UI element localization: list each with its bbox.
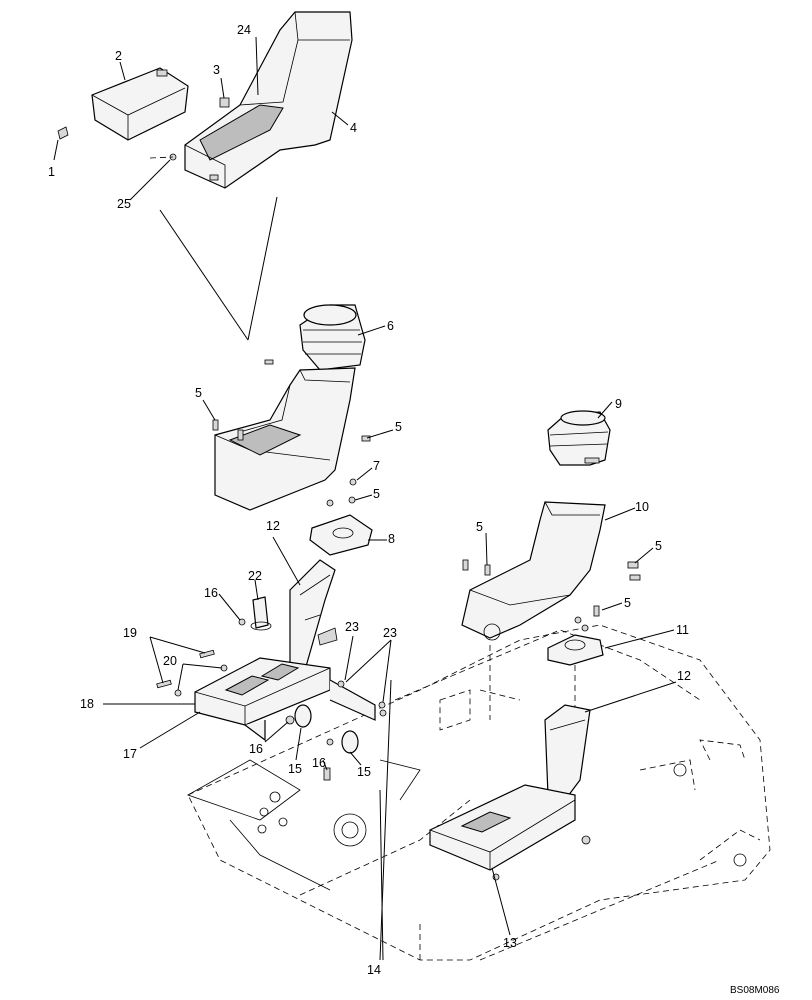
- callout-13: 13: [503, 936, 517, 950]
- callout-15b: 15: [357, 765, 371, 779]
- console-left-part: [212, 359, 371, 511]
- gate-plate-part-11: [489, 616, 604, 720]
- callout-15a: 15: [288, 762, 302, 776]
- joystick-boot-part-9: [547, 410, 611, 466]
- frame-holes: [257, 763, 747, 867]
- leader-lines: [159, 196, 392, 961]
- callout-8: 8: [388, 532, 395, 546]
- callout-23a: 23: [345, 620, 359, 634]
- screw-part-1: [53, 126, 69, 161]
- callout-6: 6: [387, 319, 394, 333]
- callout-5a: 5: [195, 386, 202, 400]
- callout-9: 9: [615, 397, 622, 411]
- callout-22: 22: [248, 569, 262, 583]
- armrest-cover-part-2: [91, 67, 189, 141]
- callout-5d: 5: [476, 520, 483, 534]
- screw-part-25: [149, 153, 177, 161]
- callout-5f: 5: [624, 596, 631, 610]
- control-stand-right-part-12: [544, 704, 591, 801]
- control-stand-left-part-12: [289, 559, 338, 671]
- callout-14: 14: [367, 963, 381, 977]
- mounting-base-part-13: [429, 784, 591, 881]
- callout-5e: 5: [655, 539, 662, 553]
- callout-18: 18: [80, 697, 94, 711]
- callout-5b: 5: [395, 420, 402, 434]
- callout-labels: 2 1 3 24 4 25 6 5 5 9 7 5 10 8 12 5 5 22…: [48, 23, 780, 996]
- callout-12b: 12: [677, 669, 691, 683]
- callout-16a: 16: [204, 586, 218, 600]
- callout-7: 7: [373, 459, 380, 473]
- callout-25: 25: [117, 197, 131, 211]
- drawing-code: BS08M086: [730, 985, 780, 996]
- gate-plate-part-8: [309, 478, 373, 556]
- callout-17: 17: [123, 747, 137, 761]
- nut-part-3: [219, 97, 230, 108]
- callout-23b: 23: [383, 626, 397, 640]
- hardware-left-cluster: [156, 618, 387, 781]
- clamp-part-22: [250, 596, 272, 631]
- mounting-base-part-17: [194, 657, 376, 742]
- console-right-part-10: [461, 501, 641, 641]
- callout-5c: 5: [373, 487, 380, 501]
- callout-4: 4: [350, 121, 357, 135]
- callout-16c: 16: [312, 756, 326, 770]
- callout-leaders: [103, 36, 677, 936]
- callout-2: 2: [115, 49, 122, 63]
- callout-12a: 12: [266, 519, 280, 533]
- callout-1: 1: [48, 165, 55, 179]
- callout-19: 19: [123, 626, 137, 640]
- console-upper-part-4: [184, 11, 353, 189]
- callout-11: 11: [676, 623, 689, 637]
- callout-20: 20: [163, 654, 177, 668]
- callout-16b: 16: [249, 742, 263, 756]
- callout-10: 10: [635, 500, 649, 514]
- callout-24: 24: [237, 23, 251, 37]
- callout-3: 3: [213, 63, 220, 77]
- joystick-boot-part-6: [299, 304, 366, 371]
